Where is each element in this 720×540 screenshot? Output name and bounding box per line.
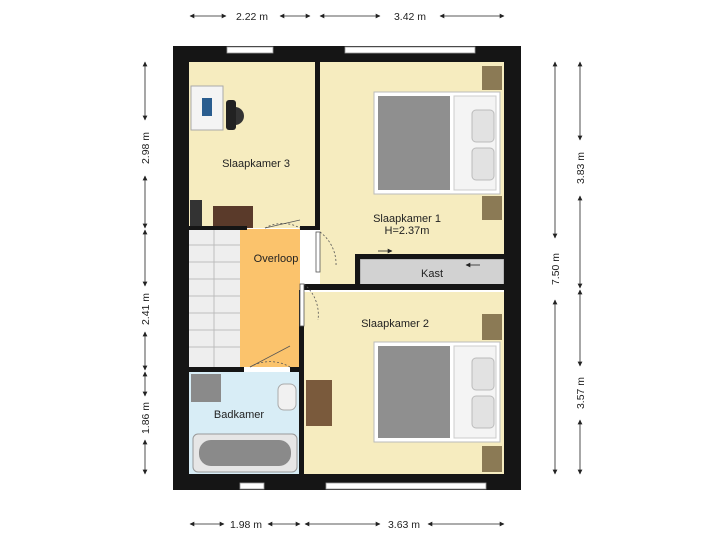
label-slaapkamer-1-height: H=2.37m	[385, 225, 430, 237]
nightstand-1a	[482, 66, 502, 90]
dim-right-top: 3.83 m	[575, 152, 587, 184]
dim-right-total: 7.50 m	[550, 253, 562, 285]
dim-bottom-left: 1.98 m	[230, 519, 262, 531]
label-slaapkamer-3: Slaapkamer 3	[222, 158, 290, 170]
dresser-slaapkamer-3	[213, 206, 253, 228]
dim-left-top: 2.98 m	[140, 132, 152, 164]
dim-right-bottom: 3.57 m	[575, 377, 587, 409]
nightstand-1b	[482, 196, 502, 220]
bathroom-fixtures	[191, 374, 298, 473]
label-overloop: Overloop	[254, 253, 299, 265]
nightstand-2b	[482, 446, 502, 472]
dimension-lines	[142, 13, 583, 527]
stairs	[189, 229, 240, 367]
dim-top-left: 2.22 m	[236, 11, 268, 23]
dim-bottom-right: 3.63 m	[388, 519, 420, 531]
label-slaapkamer-2: Slaapkamer 2	[361, 318, 429, 330]
desk-slaapkamer-2	[306, 380, 332, 426]
label-badkamer: Badkamer	[214, 409, 264, 421]
bed-slaapkamer-2	[373, 341, 501, 443]
doors	[249, 219, 337, 368]
label-kast: Kast	[421, 268, 443, 280]
dim-top-right: 3.42 m	[394, 11, 426, 23]
dim-left-mid: 2.41 m	[140, 293, 152, 325]
dim-left-bottom: 1.86 m	[140, 402, 152, 434]
radiator-slaapkamer-3	[190, 200, 202, 226]
nightstand-2a	[482, 314, 502, 340]
windows	[226, 46, 487, 490]
bed-slaapkamer-1	[373, 91, 501, 195]
desk	[190, 85, 244, 131]
label-slaapkamer-1: Slaapkamer 1	[373, 213, 441, 225]
room-overloop	[240, 229, 300, 367]
room-slaapkamer-1-lower	[320, 254, 356, 284]
